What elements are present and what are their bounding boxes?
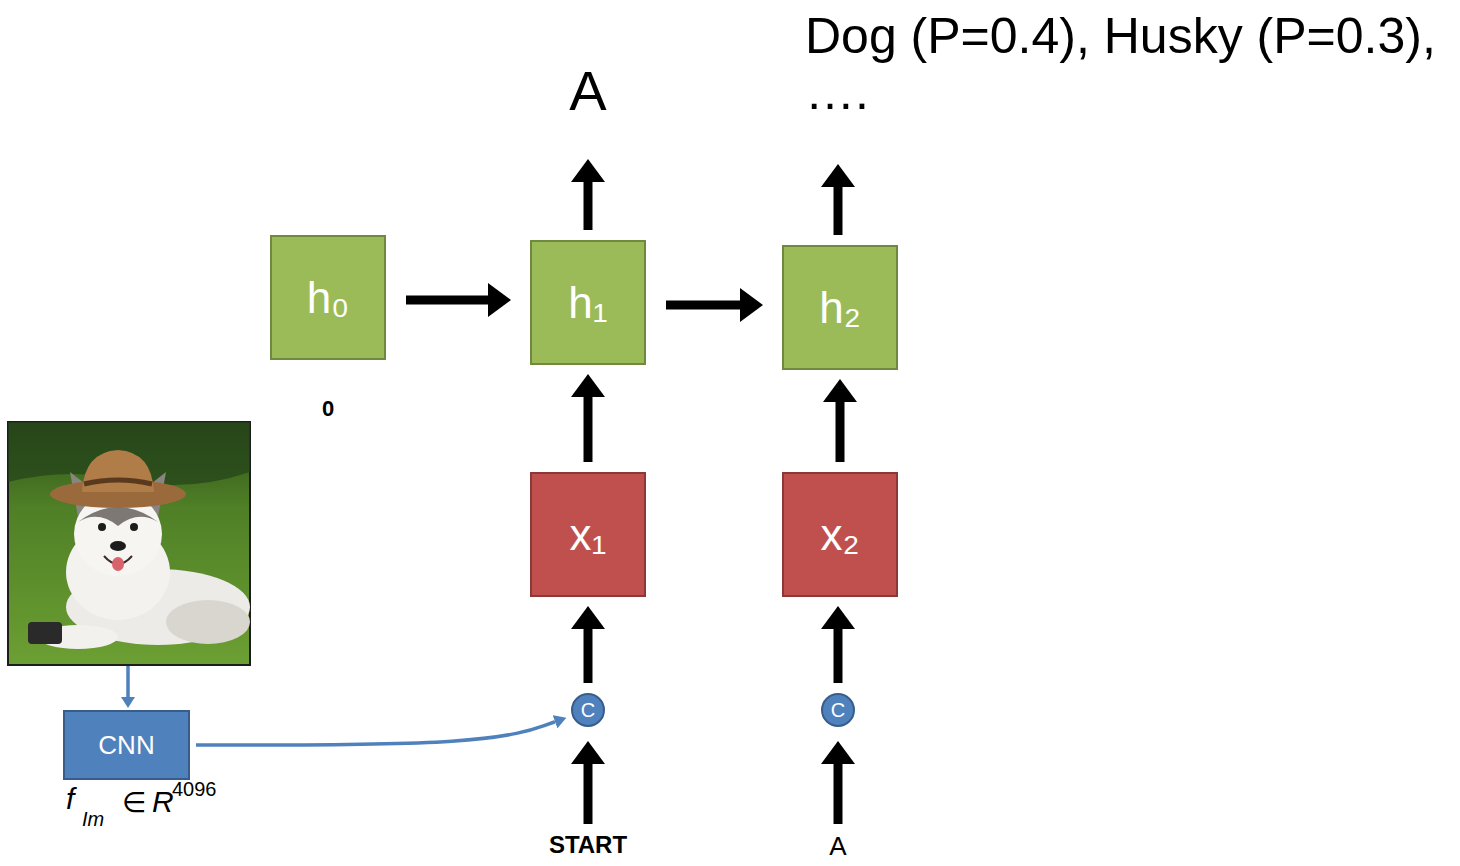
input-word: A [808, 832, 868, 861]
flow-arrow [836, 402, 845, 462]
photo-ground [8, 422, 250, 665]
input-arrow-shaft [834, 762, 843, 824]
hidden-state-box: h₂ [782, 245, 898, 370]
initial-state-value: 0 [298, 397, 358, 422]
cnn-box-label: CNN [98, 732, 154, 758]
hidden-state-box-label: h₂ [819, 286, 861, 330]
flow-arrow [406, 296, 488, 305]
input-box-label: x₁ [570, 513, 607, 557]
input-box: x₂ [782, 472, 898, 597]
husky-photo [8, 422, 250, 665]
dog-nose [110, 541, 126, 551]
dog-tongue [112, 557, 124, 571]
feature-dimension: 4096 [172, 778, 242, 800]
concat-circle: C [571, 693, 605, 727]
feature-arrow-head [121, 697, 135, 708]
camera-object [28, 622, 62, 644]
cnn-box: CNN [63, 710, 190, 780]
flow-arrow [584, 629, 593, 683]
concat-circle-label: C [581, 700, 595, 720]
input-arrow-head [821, 741, 855, 764]
output-arrow-shaft [834, 185, 843, 235]
concat-circle-label: C [831, 700, 845, 720]
hidden-state-box-label: h₀ [307, 276, 350, 320]
output-arrow-head [821, 164, 855, 187]
output-arrow-head [571, 159, 605, 182]
hat-crown [82, 450, 154, 492]
input-box-label: x₂ [820, 513, 859, 557]
dog-eye [98, 523, 106, 531]
dog-mask [78, 507, 158, 526]
flow-arrow [666, 301, 740, 310]
dog-eye [130, 523, 138, 531]
output-distribution: Dog (P=0.4), Husky (P=0.3), …. [805, 8, 1453, 120]
flow-arrow [584, 397, 593, 462]
feature-connector [196, 722, 555, 745]
element-of-symbol: ∈ [122, 787, 152, 818]
hidden-state-box: h₀ [270, 235, 386, 360]
input-arrow-head [571, 741, 605, 764]
output-word: A [538, 60, 638, 123]
dog-hind [166, 600, 250, 644]
output-arrow-shaft [584, 180, 593, 230]
hidden-state-box-label: h₁ [568, 281, 607, 325]
start-token: START [523, 832, 653, 859]
input-arrow-shaft [584, 762, 593, 824]
concat-circle: C [821, 693, 855, 727]
feature-arrow-shaft [126, 666, 130, 698]
hidden-state-box: h₁ [530, 240, 646, 365]
hat-band [84, 480, 152, 484]
input-box: x₁ [530, 472, 646, 597]
feature-subscript: Im [82, 808, 122, 830]
flow-arrow [834, 629, 843, 683]
